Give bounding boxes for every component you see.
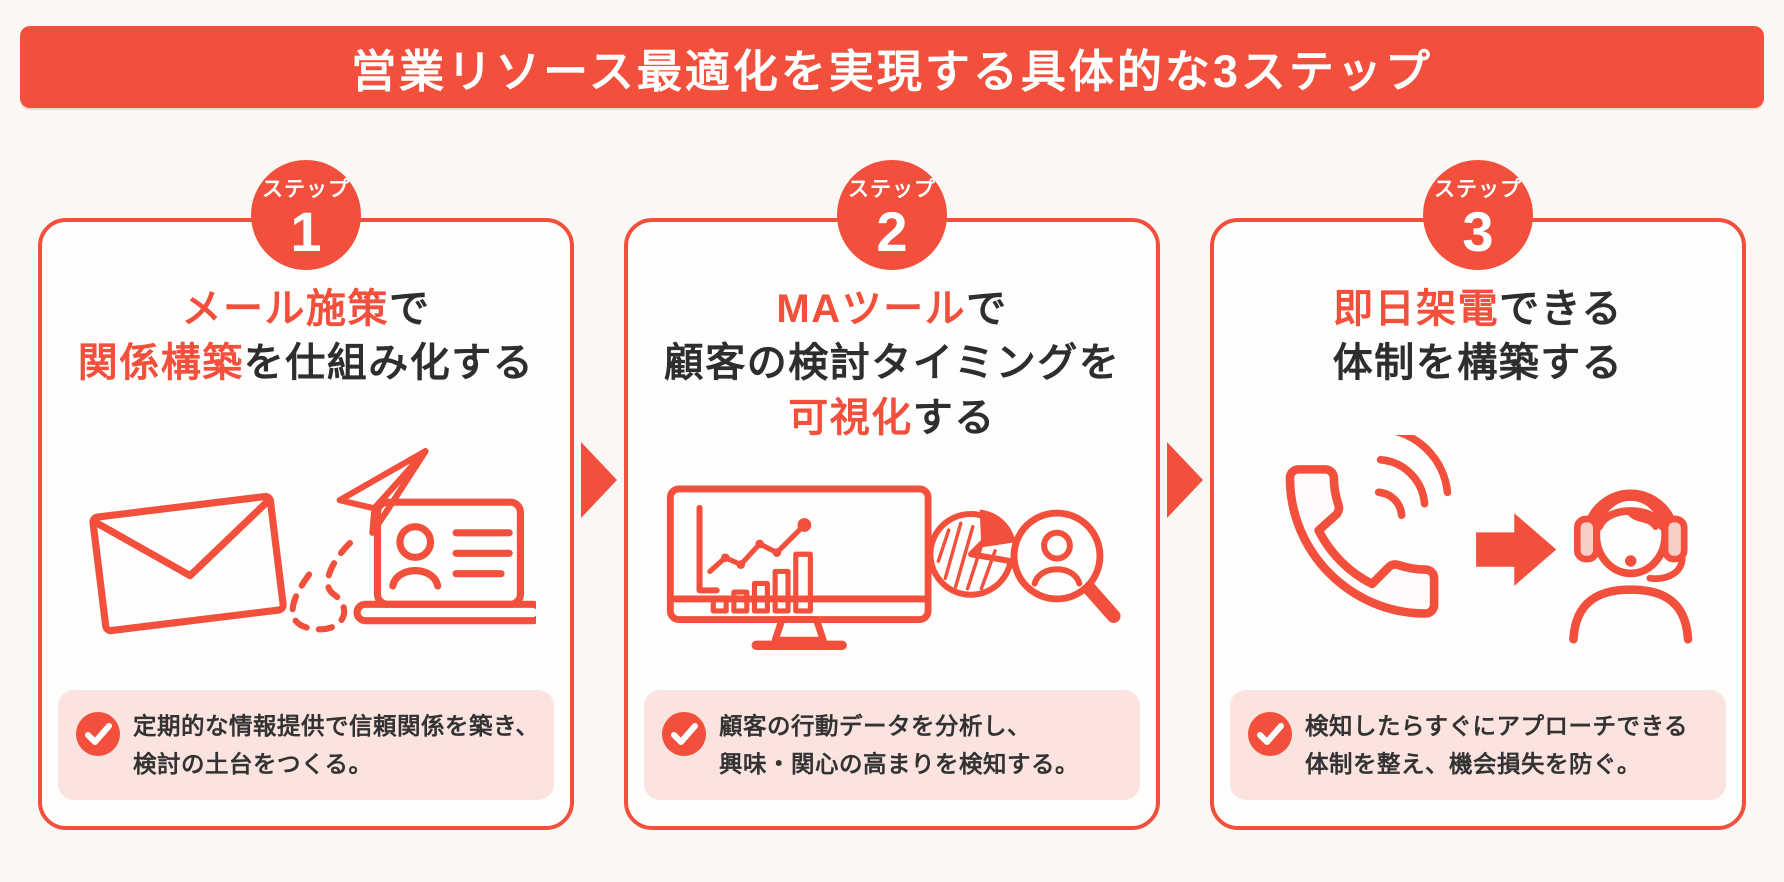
- step3-note-text: 検知したらすぐにアプローチできる 体制を整え、機会損失を防ぐ。: [1305, 712, 1689, 777]
- step1-heading-line2: 関係構築を仕組み化する: [77, 341, 535, 386]
- step3-heading-line2: 体制を構築する: [1332, 341, 1624, 386]
- pie-chart-icon: [927, 509, 1016, 598]
- dashed-flight-path: [289, 540, 353, 633]
- magnifier-person-icon: [1010, 509, 1121, 623]
- step3-badge: ステップ 3: [1423, 160, 1533, 270]
- signal-waves-icon: [1374, 435, 1452, 520]
- step1-card: ステップ 1 メール施策で 関係構築を仕組み化する: [38, 160, 574, 830]
- step1-note-text: 定期的な情報提供で信頼関係を築き、 検討の土台をつくる。: [133, 712, 540, 777]
- step2-badge-number: 2: [876, 199, 908, 263]
- step3-icon-area: [1230, 391, 1726, 690]
- step2-badge-label: ステップ: [848, 177, 936, 201]
- arrow-right-icon: [1476, 513, 1557, 587]
- step2-heading-line1: MAツールで: [776, 287, 1008, 331]
- laptop-icon: [353, 498, 536, 625]
- analytics-icon: [666, 485, 1121, 650]
- step2-heading-line2: 顧客の検討タイミングを: [663, 341, 1121, 386]
- call-team-icon: [1285, 435, 1693, 644]
- envelope-icon: [89, 493, 287, 635]
- step3-heading-line1: 即日架電できる: [1333, 287, 1623, 331]
- monitor-icon: [666, 485, 932, 650]
- step1-badge-label: ステップ: [262, 177, 350, 201]
- step2-badge: ステップ 2: [837, 160, 947, 270]
- step3-note: 検知したらすぐにアプローチできる 体制を整え、機会損失を防ぐ。: [1230, 689, 1726, 800]
- page-title: 営業リソース最適化を実現する具体的な3ステップ: [351, 45, 1433, 97]
- step1-icon-area: [58, 391, 554, 690]
- step1-badge-number: 1: [290, 199, 322, 263]
- line-chart-icon: [696, 504, 812, 593]
- steps-row: ステップ 1 メール施策で 関係構築を仕組み化する: [38, 160, 1746, 830]
- step2-heading-line3: 可視化する: [788, 395, 996, 440]
- check-icon: [662, 711, 706, 756]
- step2-icon-area: [644, 445, 1140, 690]
- paper-plane-icon: [336, 448, 429, 537]
- step2-note: 顧客の行動データを分析し、 興味・関心の高まりを検知する。: [644, 689, 1140, 800]
- step1-heading-line1: メール施策で: [181, 287, 431, 331]
- step3-badge-label: ステップ: [1434, 177, 1522, 201]
- operator-icon: [1569, 489, 1693, 644]
- step3-card: ステップ 3 即日架電できる 体制を構築する: [1210, 160, 1746, 830]
- step1-heading: メール施策で 関係構築を仕組み化する: [78, 282, 535, 391]
- step1-badge: ステップ 1: [251, 160, 361, 270]
- check-icon: [1248, 711, 1292, 756]
- step1-note: 定期的な情報提供で信頼関係を築き、 検討の土台をつくる。: [58, 689, 554, 800]
- title-banner: 営業リソース最適化を実現する具体的な3ステップ: [20, 26, 1764, 108]
- step2-card: ステップ 2 MAツールで 顧客の検討タイミングを 可視化する: [624, 160, 1160, 830]
- separator-2: [1160, 218, 1210, 518]
- check-icon: [76, 711, 120, 756]
- arrow-right-icon: [1167, 442, 1203, 518]
- step3-badge-number: 3: [1462, 199, 1494, 263]
- bar-chart-icon: [710, 551, 813, 614]
- step3-heading: 即日架電できる 体制を構築する: [1333, 282, 1624, 391]
- phone-icon: [1285, 435, 1452, 619]
- step2-heading: MAツールで 顧客の検討タイミングを 可視化する: [664, 282, 1121, 445]
- separator-1: [574, 218, 624, 518]
- arrow-right-icon: [581, 442, 617, 518]
- email-campaign-icon: [89, 448, 536, 635]
- step2-note-text: 顧客の行動データを分析し、 興味・関心の高まりを検知する。: [719, 712, 1079, 777]
